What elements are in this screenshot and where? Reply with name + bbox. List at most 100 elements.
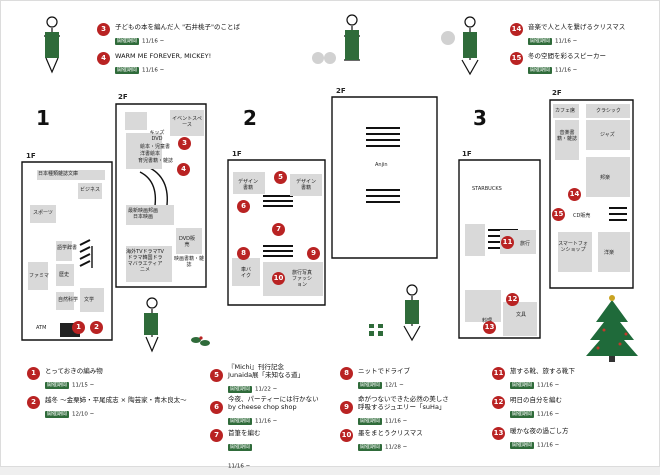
map-marker-13[interactable]: 13 xyxy=(483,321,496,334)
event-date: 11/16 ~ xyxy=(537,411,560,418)
area-label: 音楽書籍・雑誌 xyxy=(556,130,577,142)
area-label: 映画書籍・雑誌 xyxy=(174,256,205,268)
map-marker-12[interactable]: 12 xyxy=(506,293,519,306)
map-marker-6[interactable]: 6 xyxy=(237,200,250,213)
event-number: 7 xyxy=(210,429,223,442)
area-label: 育児書籍・雑誌 xyxy=(138,158,174,164)
period-badge: 開催期間 xyxy=(358,444,383,451)
area-label: 車バイク xyxy=(240,267,251,279)
area-label: 自然科学 xyxy=(58,297,79,303)
event-date: 11/16 ~ xyxy=(255,418,278,425)
event-number: 13 xyxy=(492,427,505,440)
event-title: 旅する靴、旅する靴下 xyxy=(510,367,575,375)
event-date: 11/16 ~ xyxy=(555,67,578,74)
period-badge: 開催期間 xyxy=(528,67,553,74)
period-badge: 開催期間 xyxy=(510,382,535,389)
event-title: 冬の空間を彩るスピーカー xyxy=(528,52,606,60)
area-label: Anjin xyxy=(375,162,388,168)
period-badge: 開催期間 xyxy=(510,411,535,418)
area-label: DVD販売 xyxy=(178,236,196,248)
area-label: ファミマ xyxy=(29,273,50,279)
event-title: 今夜、パーティーには行かない xyxy=(228,395,319,403)
event-number: 3 xyxy=(97,23,110,36)
map-marker-9[interactable]: 9 xyxy=(307,247,320,260)
area-label: ジャズ xyxy=(600,132,615,138)
event-title: 音楽で人と人を繋げるクリスマス xyxy=(528,23,626,31)
map-marker-3[interactable]: 3 xyxy=(178,137,191,150)
event-title: 暖かな夜の過ごし方 xyxy=(510,427,569,435)
event-title: 命がつないできた必然の美しさ xyxy=(358,395,449,403)
map-marker-10[interactable]: 10 xyxy=(272,272,285,285)
section-number-3: 3 xyxy=(473,106,487,130)
period-badge: 開催期間 xyxy=(510,442,535,449)
period-badge: 開催期間 xyxy=(228,444,253,451)
period-badge: 開催期間 xyxy=(115,38,140,45)
map-marker-2[interactable]: 2 xyxy=(90,321,103,334)
area-label: 旅行写真ファッション xyxy=(291,270,312,288)
map-marker-4[interactable]: 4 xyxy=(177,163,190,176)
area-label: 海外TVドラマTVドラマ韓国ドラマバラエティアニメ xyxy=(126,249,164,273)
map-marker-1[interactable]: 1 xyxy=(72,321,85,334)
area-label: 日本種類雑誌文庫 xyxy=(38,171,79,177)
section-number-2: 2 xyxy=(243,106,257,130)
area-label: 旅行 xyxy=(520,241,531,247)
event-number: 8 xyxy=(340,367,353,380)
event-number: 5 xyxy=(210,369,223,382)
floor-label-s2-2f: 2F xyxy=(336,87,346,95)
period-badge: 開催期間 xyxy=(358,418,383,425)
map-marker-7[interactable]: 7 xyxy=(272,223,285,236)
period-badge: 開催期間 xyxy=(228,418,253,425)
christmas-tree xyxy=(586,295,638,362)
map-marker-5[interactable]: 5 xyxy=(274,171,287,184)
area-label: デザイン書籍 xyxy=(237,179,258,191)
floor-label-s2-1f: 1F xyxy=(232,150,242,158)
section-number-1: 1 xyxy=(36,106,50,130)
floor-label-s1-1f: 1F xyxy=(26,152,36,160)
area-label: スマートフォンショップ xyxy=(558,241,588,253)
area-label: 最新映画邦画日本映画 xyxy=(128,208,159,220)
event-date: 12/10 ~ xyxy=(72,411,95,418)
period-badge: 開催期間 xyxy=(528,38,553,45)
event-date: 12/1 ~ xyxy=(385,382,404,389)
event-number: 15 xyxy=(510,52,523,65)
event-title: WARM ME FOREVER, MICKEY! xyxy=(115,52,212,60)
area-label: ATM xyxy=(36,325,47,331)
area-label: STARBUCKS xyxy=(472,186,502,192)
floor-label-s1-2f: 2F xyxy=(118,93,128,101)
map-marker-8[interactable]: 8 xyxy=(237,247,250,260)
event-title: 子どもの本を編んだ人 "石井桃子"のことば xyxy=(115,23,241,31)
event-date: 11/16 ~ xyxy=(537,382,560,389)
event-date: 11/16 ~ xyxy=(537,442,560,449)
event-number: 11 xyxy=(492,367,505,380)
event-number: 2 xyxy=(27,396,40,409)
area-label: 洋楽 xyxy=(604,250,615,256)
event-number: 10 xyxy=(340,429,353,442)
area-label: 洋書絵本 xyxy=(140,151,161,157)
area-label: 語学辞書 xyxy=(57,245,78,251)
period-badge: 開催期間 xyxy=(115,67,140,74)
area-label: 文具 xyxy=(516,312,527,318)
event-subtitle: Junaida展「未知なる道」 xyxy=(228,371,305,379)
map-marker-11[interactable]: 11 xyxy=(501,236,514,249)
event-title: 越冬 ～金栗姉・平尾成志 × 陶芸家・青木良太～ xyxy=(45,396,187,404)
event-title: 墨をまとうクリスマス xyxy=(358,429,423,437)
event-number: 6 xyxy=(210,401,223,414)
event-number: 1 xyxy=(27,367,40,380)
map-marker-14[interactable]: 14 xyxy=(568,188,581,201)
area-label: CD販売 xyxy=(573,213,591,219)
floor-label-s3-1f: 1F xyxy=(462,150,472,158)
event-subtitle: by cheese chop shop xyxy=(228,403,297,411)
event-title: とっておきの編み物 xyxy=(45,367,103,375)
holly-leaves xyxy=(191,336,210,346)
map-marker-15[interactable]: 15 xyxy=(552,208,565,221)
event-number: 4 xyxy=(97,52,110,65)
area-label: ビジネス xyxy=(80,187,101,193)
event-title: 明日の自分を編む xyxy=(510,396,562,404)
event-date: 11/16 ~ xyxy=(142,38,165,45)
floor-label-s3-2f: 2F xyxy=(552,89,562,97)
event-subtitle: 呼吸するジュエリー「suHa」 xyxy=(358,403,446,411)
area-label: イベントスペース xyxy=(172,116,202,128)
event-number: 12 xyxy=(492,396,505,409)
